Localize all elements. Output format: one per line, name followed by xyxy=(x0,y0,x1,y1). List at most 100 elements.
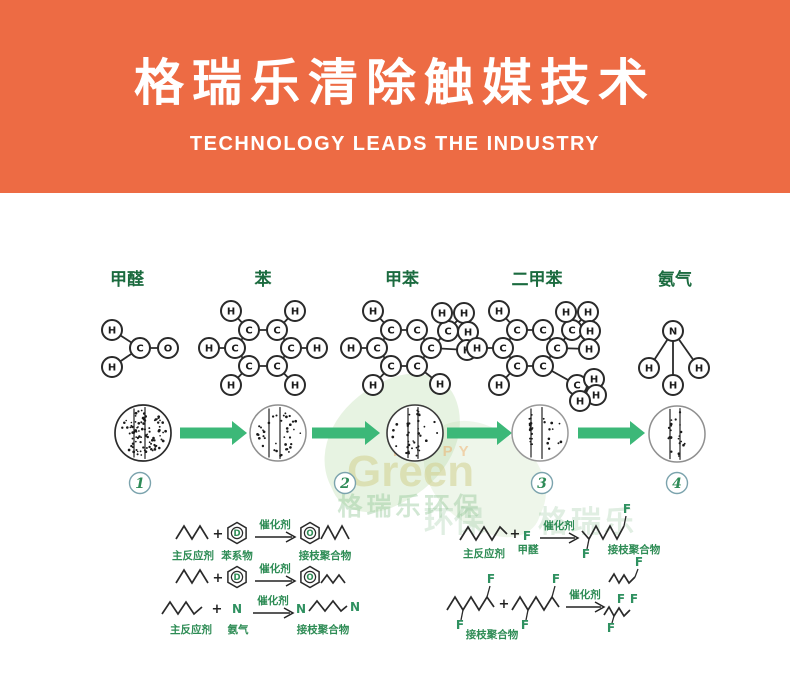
atom-label-H: H xyxy=(369,307,377,318)
atom-C xyxy=(546,337,568,359)
ring-letter-O: O xyxy=(306,573,313,583)
atom-H xyxy=(198,337,220,359)
atom-label-C: C xyxy=(539,326,546,337)
atom-label-H: H xyxy=(227,307,235,318)
atom-label-N: N xyxy=(669,327,677,338)
atom-H xyxy=(578,338,600,360)
atom-C xyxy=(406,355,428,377)
polymer-zigzag xyxy=(320,573,346,585)
atom-label-C: C xyxy=(136,344,143,355)
element-F: F xyxy=(521,618,529,632)
atom-C xyxy=(506,355,528,377)
atom-label-C: C xyxy=(573,381,580,392)
page-title: 格瑞乐清除触媒技术 xyxy=(134,54,656,111)
polymer-zigzag xyxy=(446,595,495,612)
atom-H xyxy=(340,337,362,359)
atom-H xyxy=(555,301,577,323)
element-F: F xyxy=(487,572,495,586)
atom-O xyxy=(157,337,179,359)
reaction-label-main_reactant: 主反应剂 xyxy=(463,547,505,560)
atom-H xyxy=(431,302,453,324)
polymer-zigzag xyxy=(511,595,560,612)
reaction-label-graft_polymer: 接枝聚合物 xyxy=(466,628,519,641)
atom-label-H: H xyxy=(590,375,598,386)
atom-C xyxy=(238,355,260,377)
atom-label-C: C xyxy=(231,344,238,355)
atom-label-H: H xyxy=(108,363,116,374)
reaction-label-ammonia: 氨气 xyxy=(228,623,249,636)
header-banner: 格瑞乐清除触媒技术 TECHNOLOGY LEADS THE INDUSTRY xyxy=(0,0,790,193)
atom-label-H: H xyxy=(291,381,299,392)
atom-H xyxy=(488,374,510,396)
atom-N xyxy=(662,320,684,342)
element-F: F xyxy=(607,621,615,635)
element-F: F xyxy=(630,592,638,606)
molecule-label-formaldehyde: 甲醛 xyxy=(110,269,145,290)
bond-line xyxy=(551,585,556,598)
bond-line xyxy=(623,515,627,527)
bond-line xyxy=(634,568,639,578)
stage-number-1: 1 xyxy=(128,471,152,495)
atom-label-H: H xyxy=(313,344,321,355)
atom-C xyxy=(380,355,402,377)
atom-label-H: H xyxy=(585,345,593,356)
page-subtitle: TECHNOLOGY LEADS THE INDUSTRY xyxy=(189,132,601,155)
atom-label-H: H xyxy=(436,380,444,391)
atom-H xyxy=(284,374,306,396)
element-N: N xyxy=(296,602,306,616)
atom-label-C: C xyxy=(553,344,560,355)
atom-C xyxy=(420,337,442,359)
atom-label-C: C xyxy=(273,326,280,337)
polymer-zigzag xyxy=(175,524,209,541)
atom-label-C: C xyxy=(273,362,280,373)
reaction-arrow-head xyxy=(568,532,580,544)
atom-label-H: H xyxy=(460,309,468,320)
atom-C xyxy=(406,319,428,341)
stage-number-text-3: 3 xyxy=(537,476,547,492)
atom-H xyxy=(284,300,306,322)
atom-label-C: C xyxy=(499,344,506,355)
atom-C xyxy=(532,355,554,377)
atom-C xyxy=(492,337,514,359)
polymer-zigzag xyxy=(320,524,350,541)
element-F: F xyxy=(582,547,590,561)
catalyst-label: 催化剂 xyxy=(543,519,575,532)
bond-line xyxy=(586,538,590,550)
element-N: N xyxy=(232,602,242,616)
reaction-arrow-head xyxy=(283,607,295,619)
reaction-label-benzene_series: 苯系物 xyxy=(220,549,253,562)
polymer-zigzag xyxy=(175,568,209,585)
bond-line xyxy=(486,585,491,598)
atom-label-C: C xyxy=(539,362,546,373)
ring-letter-D: D xyxy=(233,529,240,539)
element-F: F xyxy=(617,592,625,606)
element-F: F xyxy=(523,529,531,543)
molecule-label-benzene: 苯 xyxy=(254,269,272,290)
plus-sign: + xyxy=(499,597,510,612)
atom-H xyxy=(688,357,710,379)
atom-label-H: H xyxy=(438,309,446,320)
atom-label-H: H xyxy=(592,391,600,402)
molecule-label-ammonia: 氨气 xyxy=(658,269,692,290)
catalyst-label: 催化剂 xyxy=(257,594,289,607)
bond-line xyxy=(460,609,464,621)
reaction-label-graft_polymer: 接枝聚合物 xyxy=(608,543,661,556)
atom-C xyxy=(366,337,388,359)
atom-C xyxy=(129,337,151,359)
atom-label-H: H xyxy=(291,307,299,318)
molecule-label-toluene: 甲苯 xyxy=(385,269,419,290)
molecule-label-xylene: 二甲苯 xyxy=(512,269,563,290)
reaction-label-main_reactant: 主反应剂 xyxy=(172,549,214,562)
stage-arrow-2 xyxy=(312,421,380,445)
atom-H xyxy=(429,373,451,395)
stage-arrow-1 xyxy=(180,421,247,445)
ring-letter-D: D xyxy=(233,573,240,583)
atom-label-H: H xyxy=(473,344,481,355)
atom-H xyxy=(638,357,660,379)
atom-label-C: C xyxy=(513,362,520,373)
element-F: F xyxy=(623,502,631,516)
stage-number-text-1: 1 xyxy=(135,476,145,492)
